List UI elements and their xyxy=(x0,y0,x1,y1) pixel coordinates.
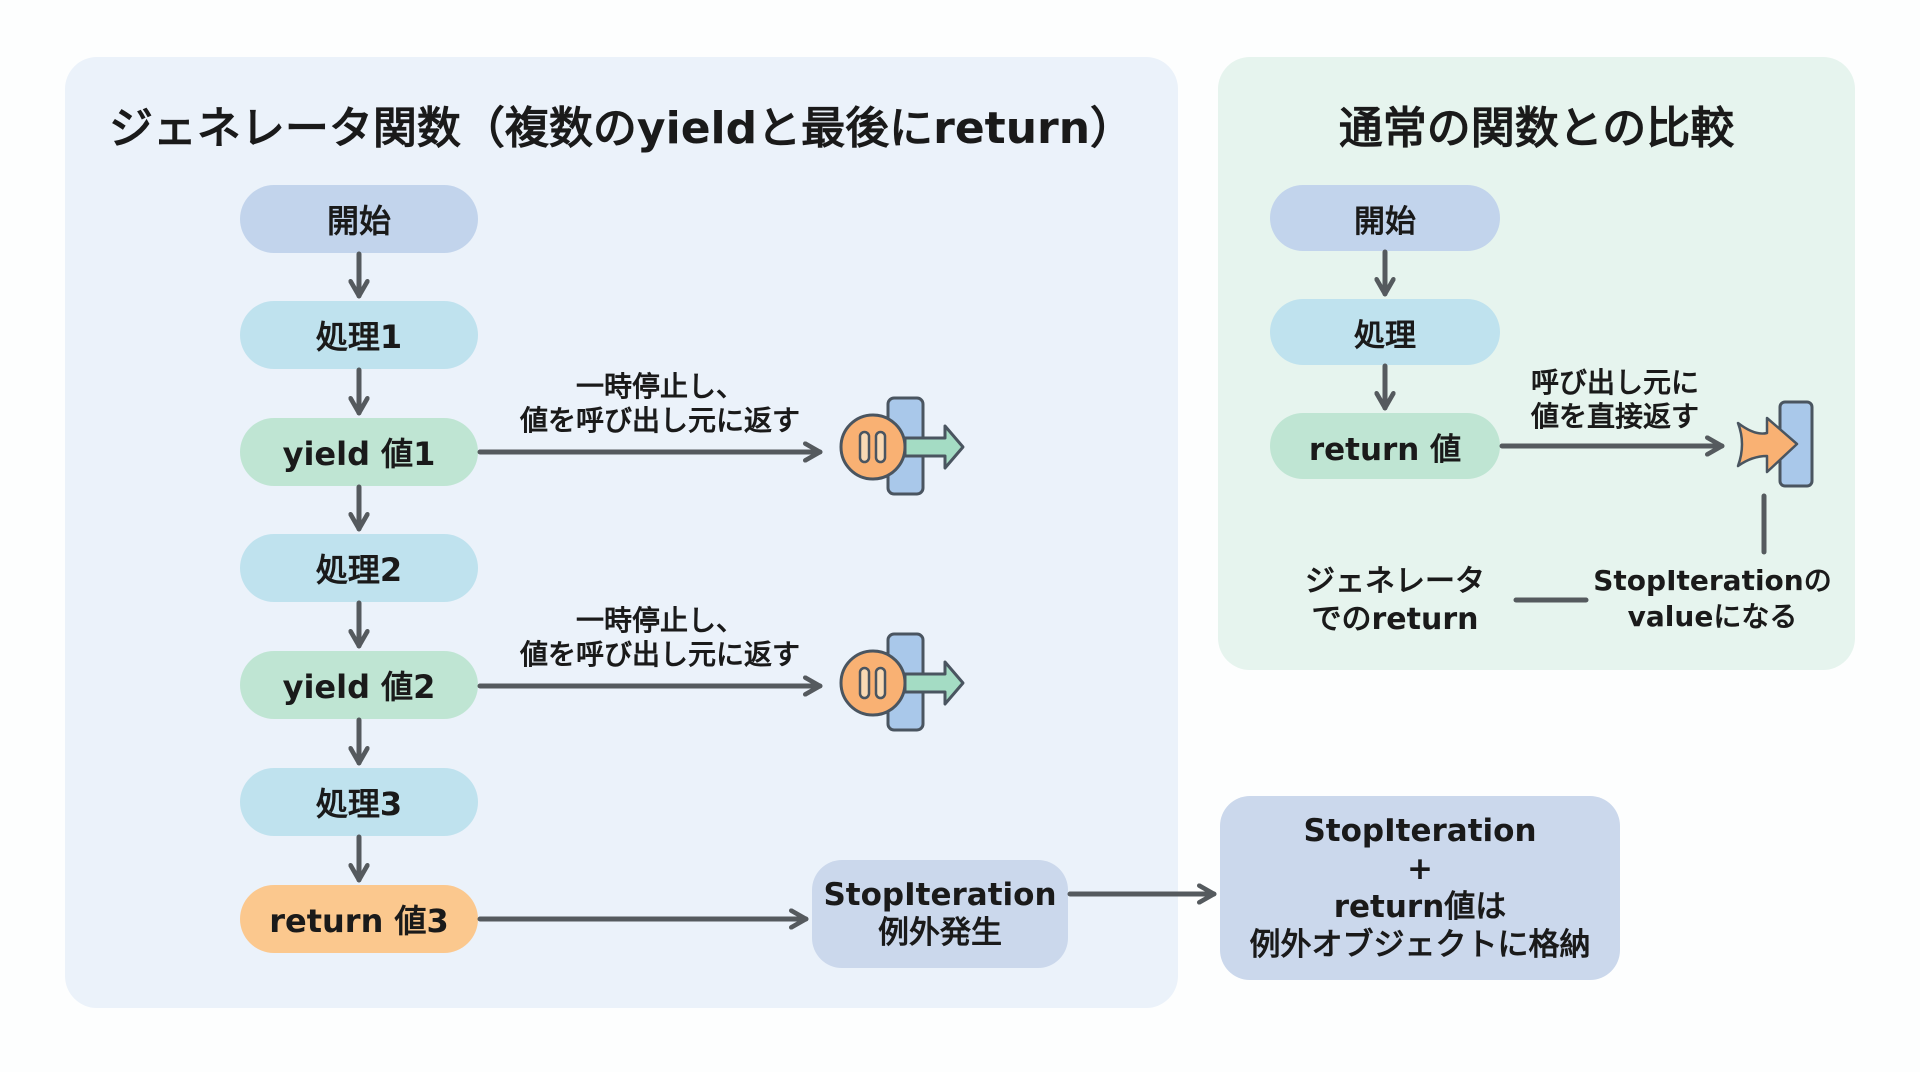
node-start: 開始 xyxy=(240,185,478,253)
node-process-1: 処理1 xyxy=(240,301,478,369)
note-stopiteration-value-line1: StopIterationの xyxy=(1593,564,1832,597)
node-yield-2: yield 値2 xyxy=(240,651,478,719)
result-box-line4: 例外オブジェクトに格納 xyxy=(1249,927,1591,963)
return-value-stored-box: StopIteration + return値は 例外オブジェクトに格納 xyxy=(1220,796,1620,980)
cmp-node-process: 処理 xyxy=(1270,299,1500,365)
yield-1-annotation: 一時停止し、 値を呼び出し元に返す xyxy=(500,370,820,438)
yield-1-annotation-line1: 一時停止し、 xyxy=(575,370,744,403)
node-process-2: 処理2 xyxy=(240,534,478,602)
note-generator-return-line1: ジェネレータ xyxy=(1305,564,1485,599)
yield-1-annotation-line2: 値を呼び出し元に返す xyxy=(519,404,800,437)
note-stopiteration-value: StopIterationの valueになる xyxy=(1590,563,1835,635)
stop-iteration-box: StopIteration 例外発生 xyxy=(812,860,1068,968)
yield-2-annotation-line1: 一時停止し、 xyxy=(575,604,744,637)
generator-panel-title: ジェネレータ関数（複数のyieldと最後にreturn） xyxy=(108,103,1135,154)
yield-2-annotation: 一時停止し、 値を呼び出し元に返す xyxy=(500,604,820,672)
result-box-line1: StopIteration xyxy=(1303,813,1537,849)
comparison-panel-title: 通常の関数との比較 xyxy=(1338,103,1735,154)
note-generator-return: ジェネレータ でのreturn xyxy=(1280,563,1510,639)
result-box-line3: return値は xyxy=(1333,889,1507,925)
node-process-3: 処理3 xyxy=(240,768,478,836)
cmp-node-start: 開始 xyxy=(1270,185,1500,251)
stop-iteration-box-line2: 例外発生 xyxy=(878,915,1002,951)
yield-2-annotation-line2: 値を呼び出し元に返す xyxy=(519,638,800,671)
stop-iteration-box-line1: StopIteration xyxy=(823,877,1057,913)
direct-return-annotation-line2: 値を直接返す xyxy=(1530,400,1699,433)
node-return-3: return 値3 xyxy=(240,885,478,953)
direct-return-annotation-line1: 呼び出し元に xyxy=(1530,366,1699,399)
note-generator-return-line2: でのreturn xyxy=(1311,602,1479,637)
result-box-line2: + xyxy=(1407,851,1433,887)
node-yield-1: yield 値1 xyxy=(240,418,478,486)
cmp-node-return: return 値 xyxy=(1270,413,1500,479)
note-stopiteration-value-line2: valueになる xyxy=(1627,600,1798,633)
direct-return-annotation: 呼び出し元に 値を直接返す xyxy=(1505,366,1725,434)
